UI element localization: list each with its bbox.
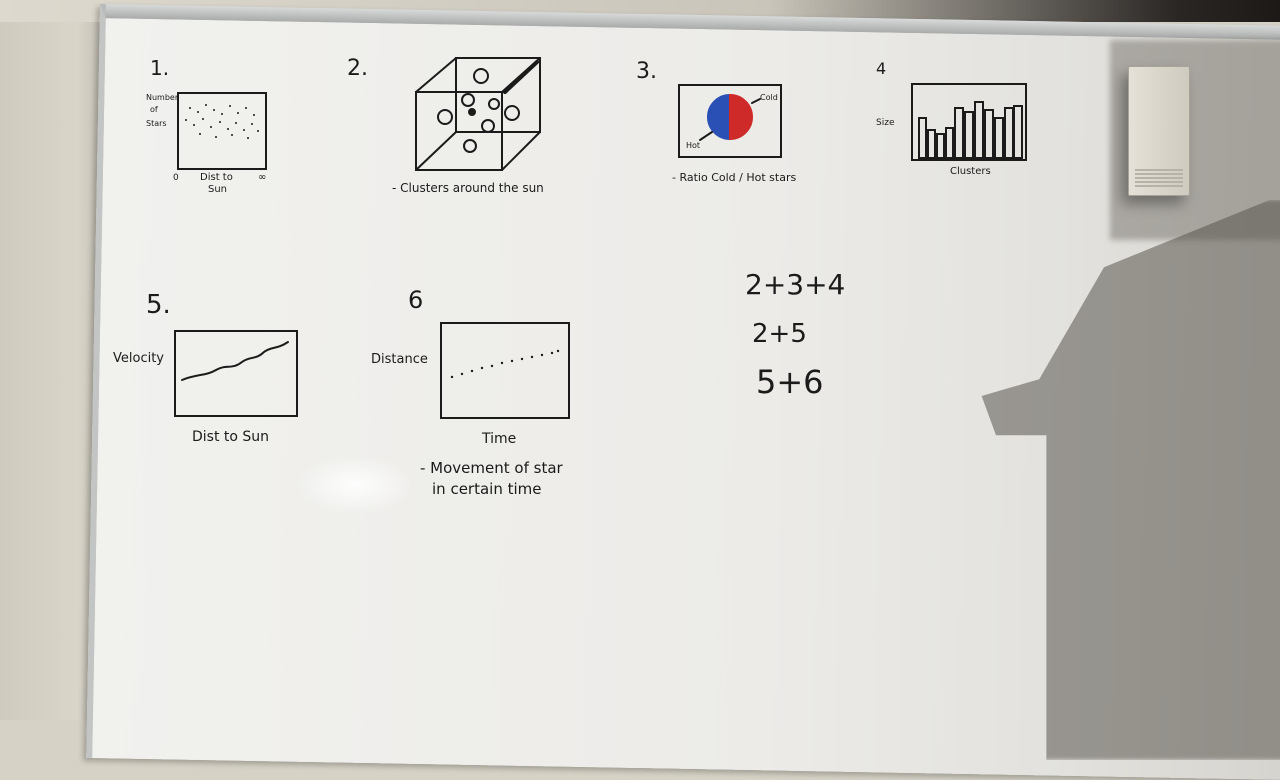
sketch-6-number: 6 xyxy=(408,286,423,314)
sketch-3-caption: - Ratio Cold / Hot stars xyxy=(672,171,796,184)
sketch-5-number: 5. xyxy=(146,290,171,320)
sketch-1-points xyxy=(185,104,259,139)
velocity-curve xyxy=(181,341,289,381)
sketch-1-ylabel-2: of xyxy=(150,105,158,114)
whiteboard-drawings: 1. Number of Stars 0 Dist to Sun ∞ 2. - … xyxy=(113,56,1027,498)
distance-dots xyxy=(450,349,560,379)
sketch-6-caption-1: - Movement of star xyxy=(420,459,564,477)
sketch-5-frame xyxy=(174,330,298,417)
sketch-1-ylabel-1: Number xyxy=(146,93,179,102)
sketch-1 xyxy=(177,92,267,170)
sketch-6-caption-2: in certain time xyxy=(432,480,542,498)
cold-half xyxy=(729,93,753,141)
sketch-6-frame xyxy=(440,322,570,419)
combo-2: 2+5 xyxy=(752,319,807,349)
light-glare xyxy=(295,455,415,515)
sketch-1-frame xyxy=(177,92,267,170)
sketch-2-number: 2. xyxy=(347,56,368,81)
sketch-4-bars xyxy=(918,101,1023,159)
sketch-1-xmax: ∞ xyxy=(258,172,266,183)
sun-dot xyxy=(468,108,476,116)
sketch-3-number: 3. xyxy=(636,59,657,84)
sketch-5 xyxy=(174,330,298,417)
sketch-4-number: 4 xyxy=(876,59,886,78)
sketch-2-back xyxy=(455,57,541,133)
hot-half xyxy=(707,93,731,141)
sketch-3-hot-label: Hot xyxy=(686,141,700,150)
sketch-4-ylabel: Size xyxy=(876,118,895,128)
sketch-2 xyxy=(415,57,541,171)
sketch-4 xyxy=(911,83,1027,161)
sketch-1-ylabel-3: Stars xyxy=(146,119,167,128)
sketch-6-xlabel: Time xyxy=(481,431,516,447)
sketch-4-frame xyxy=(911,83,1027,161)
sketch-1-xmin: 0 xyxy=(173,173,179,183)
sketch-3-frame xyxy=(678,84,782,158)
sketch-3 xyxy=(678,84,782,158)
sketch-1-xlabel-2: Sun xyxy=(208,184,227,195)
sketch-6-ylabel: Distance xyxy=(371,352,428,367)
combo-1: 2+3+4 xyxy=(745,268,845,301)
sketch-5-ylabel: Velocity xyxy=(113,351,164,366)
combo-3: 5+6 xyxy=(756,363,824,401)
sketch-6 xyxy=(440,322,570,419)
sketch-1-number: 1. xyxy=(150,56,169,80)
sketch-3-cold-label: Cold xyxy=(760,93,778,102)
wall-device xyxy=(1128,66,1190,196)
sketch-4-xlabel: Clusters xyxy=(950,166,991,177)
sketch-1-xlabel: Dist to xyxy=(200,172,233,183)
sketch-2-caption: - Clusters around the sun xyxy=(392,181,544,195)
sketch-5-xlabel: Dist to Sun xyxy=(192,429,269,445)
